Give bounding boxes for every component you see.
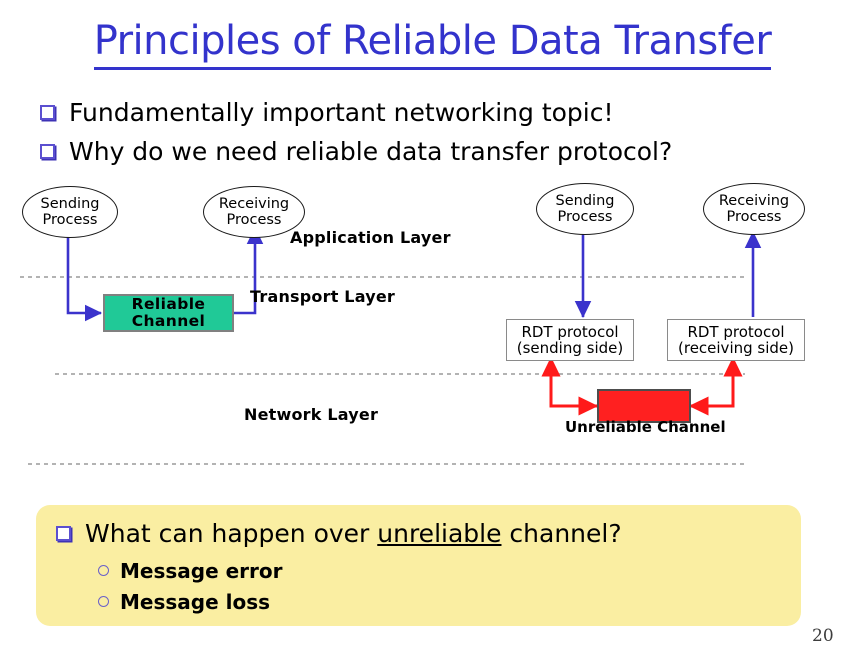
oval-line-2: Process <box>42 212 98 228</box>
oval-line-2: Process <box>226 212 282 228</box>
page-title-text: Principles of Reliable Data Transfer <box>93 18 772 70</box>
oval-line-1: Receiving <box>718 192 790 209</box>
bullet-item-1: Fundamentally important networking topic… <box>40 100 614 125</box>
reliable-channel-box: Reliable Channel <box>103 294 234 332</box>
oval-receiving-process-right: Receiving Process <box>703 183 805 235</box>
square-bullet-icon <box>56 526 71 541</box>
oval-line-2: Process <box>557 209 613 225</box>
callout-item-1-label: Message error <box>120 559 283 583</box>
unreliable-channel-box <box>597 389 691 423</box>
oval-receiving-process-left: Receiving Process <box>203 186 305 238</box>
square-bullet-icon <box>40 144 55 159</box>
arrow-rdt-sending-to-unreliable <box>549 358 599 416</box>
callout-item-1: Message error <box>98 561 283 581</box>
reliable-channel-label: Reliable Channel <box>131 294 206 330</box>
oval-sending-process-left: Sending Process <box>22 186 118 238</box>
circle-bullet-icon <box>98 596 109 607</box>
bullet-item-2: Why do we need reliable data transfer pr… <box>40 139 672 164</box>
square-bullet-icon <box>40 105 55 120</box>
oval-line-1: Sending <box>40 195 100 212</box>
callout-question: What can happen over unreliable channel? <box>85 521 622 546</box>
bullet-item-1-label: Fundamentally important networking topic… <box>69 98 614 127</box>
callout-panel: What can happen over unreliable channel?… <box>36 505 801 626</box>
rdt-sending-side-box: RDT protocol (sending side) <box>506 319 634 361</box>
bullet-item-2-label: Why do we need reliable data transfer pr… <box>69 137 673 166</box>
circle-bullet-icon <box>98 565 109 576</box>
page-title: Principles of Reliable Data Transfer <box>0 18 865 70</box>
callout-item-2: Message loss <box>98 592 270 612</box>
callout-item-2-label: Message loss <box>120 590 271 614</box>
callout-question-emphasis: unreliable <box>377 519 502 548</box>
layer-label-transport: Transport Layer <box>250 287 395 306</box>
layer-label-application: Application Layer <box>290 228 451 247</box>
diagram-connector-layer <box>20 226 762 465</box>
arrow-sending-to-reliable-channel <box>66 230 103 322</box>
layer-label-network: Network Layer <box>244 405 379 424</box>
oval-line-2: Process <box>726 209 782 225</box>
page-number: 20 <box>812 626 834 646</box>
rdt-receiving-side-box: RDT protocol (receiving side) <box>667 319 805 361</box>
arrow-rdt-receiving-to-unreliable <box>688 358 735 416</box>
arrow-reliable-channel-to-receiving <box>232 226 264 315</box>
oval-line-1: Sending <box>555 192 615 209</box>
callout-question-suffix: channel? <box>501 519 622 548</box>
unreliable-channel-label: Unreliable Channel <box>565 418 726 436</box>
oval-sending-process-right: Sending Process <box>536 183 634 235</box>
callout-question-prefix: What can happen over <box>85 519 378 548</box>
rdt-box-line-2: (sending side) <box>516 339 624 357</box>
oval-line-1: Receiving <box>218 195 290 212</box>
rdt-box-line-1: RDT protocol <box>521 322 619 341</box>
callout-question-row: What can happen over unreliable channel? <box>56 521 622 546</box>
rdt-box-line-2: (receiving side) <box>678 339 794 357</box>
protocol-layer-diagram: Sending Process Receiving Process Sendin… <box>0 180 865 490</box>
rdt-box-line-1: RDT protocol <box>687 322 785 341</box>
